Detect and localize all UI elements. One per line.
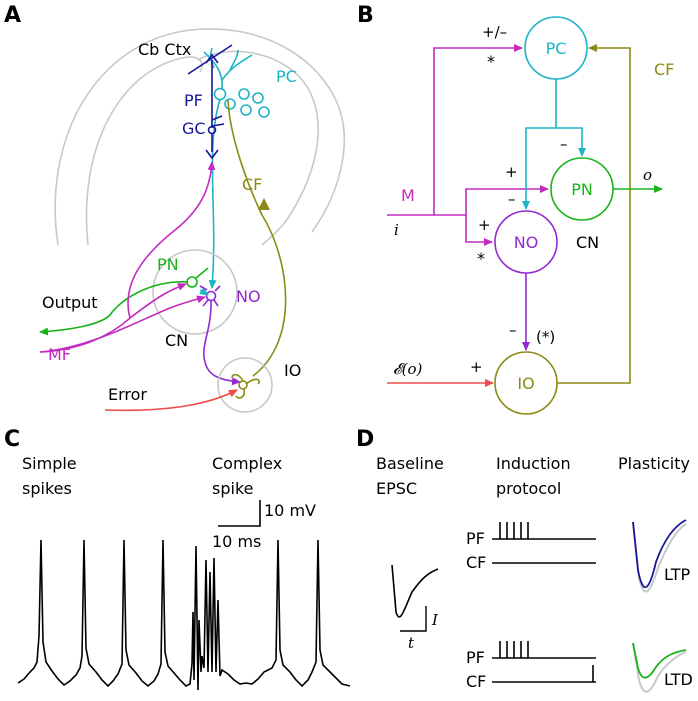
baseline-epsc-trace [391, 564, 439, 618]
panel-b-letter: B [357, 3, 374, 28]
pc-pn-sign: – [560, 135, 568, 153]
cf-label-ltd: CF [466, 672, 486, 691]
pn-label-a: PN [157, 255, 179, 274]
panel-c: C Simple spikes Complex spike 10 mV 10 m… [4, 427, 351, 691]
no-node-label: NO [514, 233, 539, 252]
ltp-trace [632, 519, 687, 589]
output-label: Output [42, 293, 98, 312]
m-no-sign: + [478, 216, 491, 234]
current-var: I [431, 611, 439, 629]
cf-label-a: CF [242, 175, 262, 194]
ltp-baseline-trace [632, 521, 687, 593]
mossy-fibers-a [39, 161, 216, 353]
io-label-a: IO [284, 361, 301, 380]
panel-d-letter: D [356, 427, 374, 452]
panel-a: A Cb Ctx PC [4, 3, 345, 413]
granule-cell [187, 44, 233, 160]
no-io-star: (*) [536, 328, 555, 346]
no-io-sign: – [509, 321, 517, 339]
pc-sign: +/– [482, 23, 507, 41]
pf-label-ltd: PF [466, 648, 485, 667]
no-neuron-a [199, 285, 241, 386]
cf-label-ltp: CF [466, 553, 486, 572]
io-circle-a [217, 357, 273, 413]
purkinje-cell [203, 47, 270, 289]
cn-label-b: CN [576, 233, 599, 252]
m-pathway [387, 44, 549, 246]
simple-label-1: Simple [22, 454, 77, 473]
scale-bar [218, 500, 261, 527]
error-fn: 𝓔(o) [393, 360, 422, 378]
panel-c-letter: C [4, 427, 20, 452]
cf-label-b: CF [654, 60, 674, 79]
time-var: t [408, 634, 415, 652]
gc-label: GC [182, 119, 206, 138]
plasticity-label: Plasticity [618, 454, 690, 473]
mf-label: MF [48, 345, 71, 364]
induction-label-2: protocol [496, 479, 561, 498]
cn-label-a: CN [165, 331, 188, 350]
ltp-protocol [492, 522, 596, 564]
baseline-label-2: EPSC [376, 479, 417, 498]
voltage-trace [17, 539, 351, 691]
epsc-scale-bar [400, 606, 427, 632]
panel-b: B PC PN NO IO M i +/– * + + * – – [357, 3, 674, 415]
cf-loop-arrow [557, 44, 631, 384]
panel-d: D Baseline EPSC Induction protocol Plast… [356, 427, 693, 693]
error-arrow-a [104, 389, 238, 412]
scale-v-label: 10 mV [264, 501, 316, 520]
ltp-label: LTP [664, 565, 690, 584]
ltd-protocol [492, 641, 596, 683]
m-label: M [401, 186, 415, 205]
pc-star: * [487, 52, 495, 71]
input-var: i [394, 221, 399, 239]
cortex-outline-outer [54, 28, 345, 246]
err-io-sign: + [470, 358, 483, 376]
io-node-label: IO [517, 374, 534, 393]
pc-no-sign: – [508, 190, 516, 208]
cortex-label: Cb Ctx [138, 40, 191, 59]
no-star: * [477, 249, 485, 268]
complex-label-1: Complex [212, 454, 282, 473]
no-label-a: NO [236, 287, 261, 306]
induction-label-1: Induction [496, 454, 571, 473]
ltd-baseline-trace [632, 642, 687, 693]
panel-a-letter: A [4, 3, 21, 28]
io-neuron-a [231, 373, 261, 399]
ltd-trace [632, 642, 687, 679]
pc-to-no-arrow-a [199, 287, 209, 296]
cortex-outline-inner [85, 56, 203, 246]
baseline-label-1: Baseline [376, 454, 444, 473]
cn-circle [152, 249, 238, 335]
pf-label: PF [184, 91, 203, 110]
climbing-fiber-a [227, 99, 287, 377]
m-pn-sign: + [505, 163, 518, 181]
pc-outputs [522, 79, 586, 210]
output-var: o [643, 166, 652, 184]
simple-label-2: spikes [22, 479, 72, 498]
pf-label-ltp: PF [466, 529, 485, 548]
scale-t-label: 10 ms [212, 532, 261, 551]
pc-node-label: PC [546, 39, 567, 58]
cortex-fold [197, 50, 319, 246]
error-label: Error [108, 385, 147, 404]
pn-node-label: PN [571, 180, 593, 199]
complex-label-2: spike [212, 479, 253, 498]
pn-neuron-a [39, 267, 209, 336]
cf-arrowhead-a [258, 198, 270, 210]
pc-label-a: PC [276, 67, 297, 86]
ltd-label: LTD [664, 670, 693, 689]
